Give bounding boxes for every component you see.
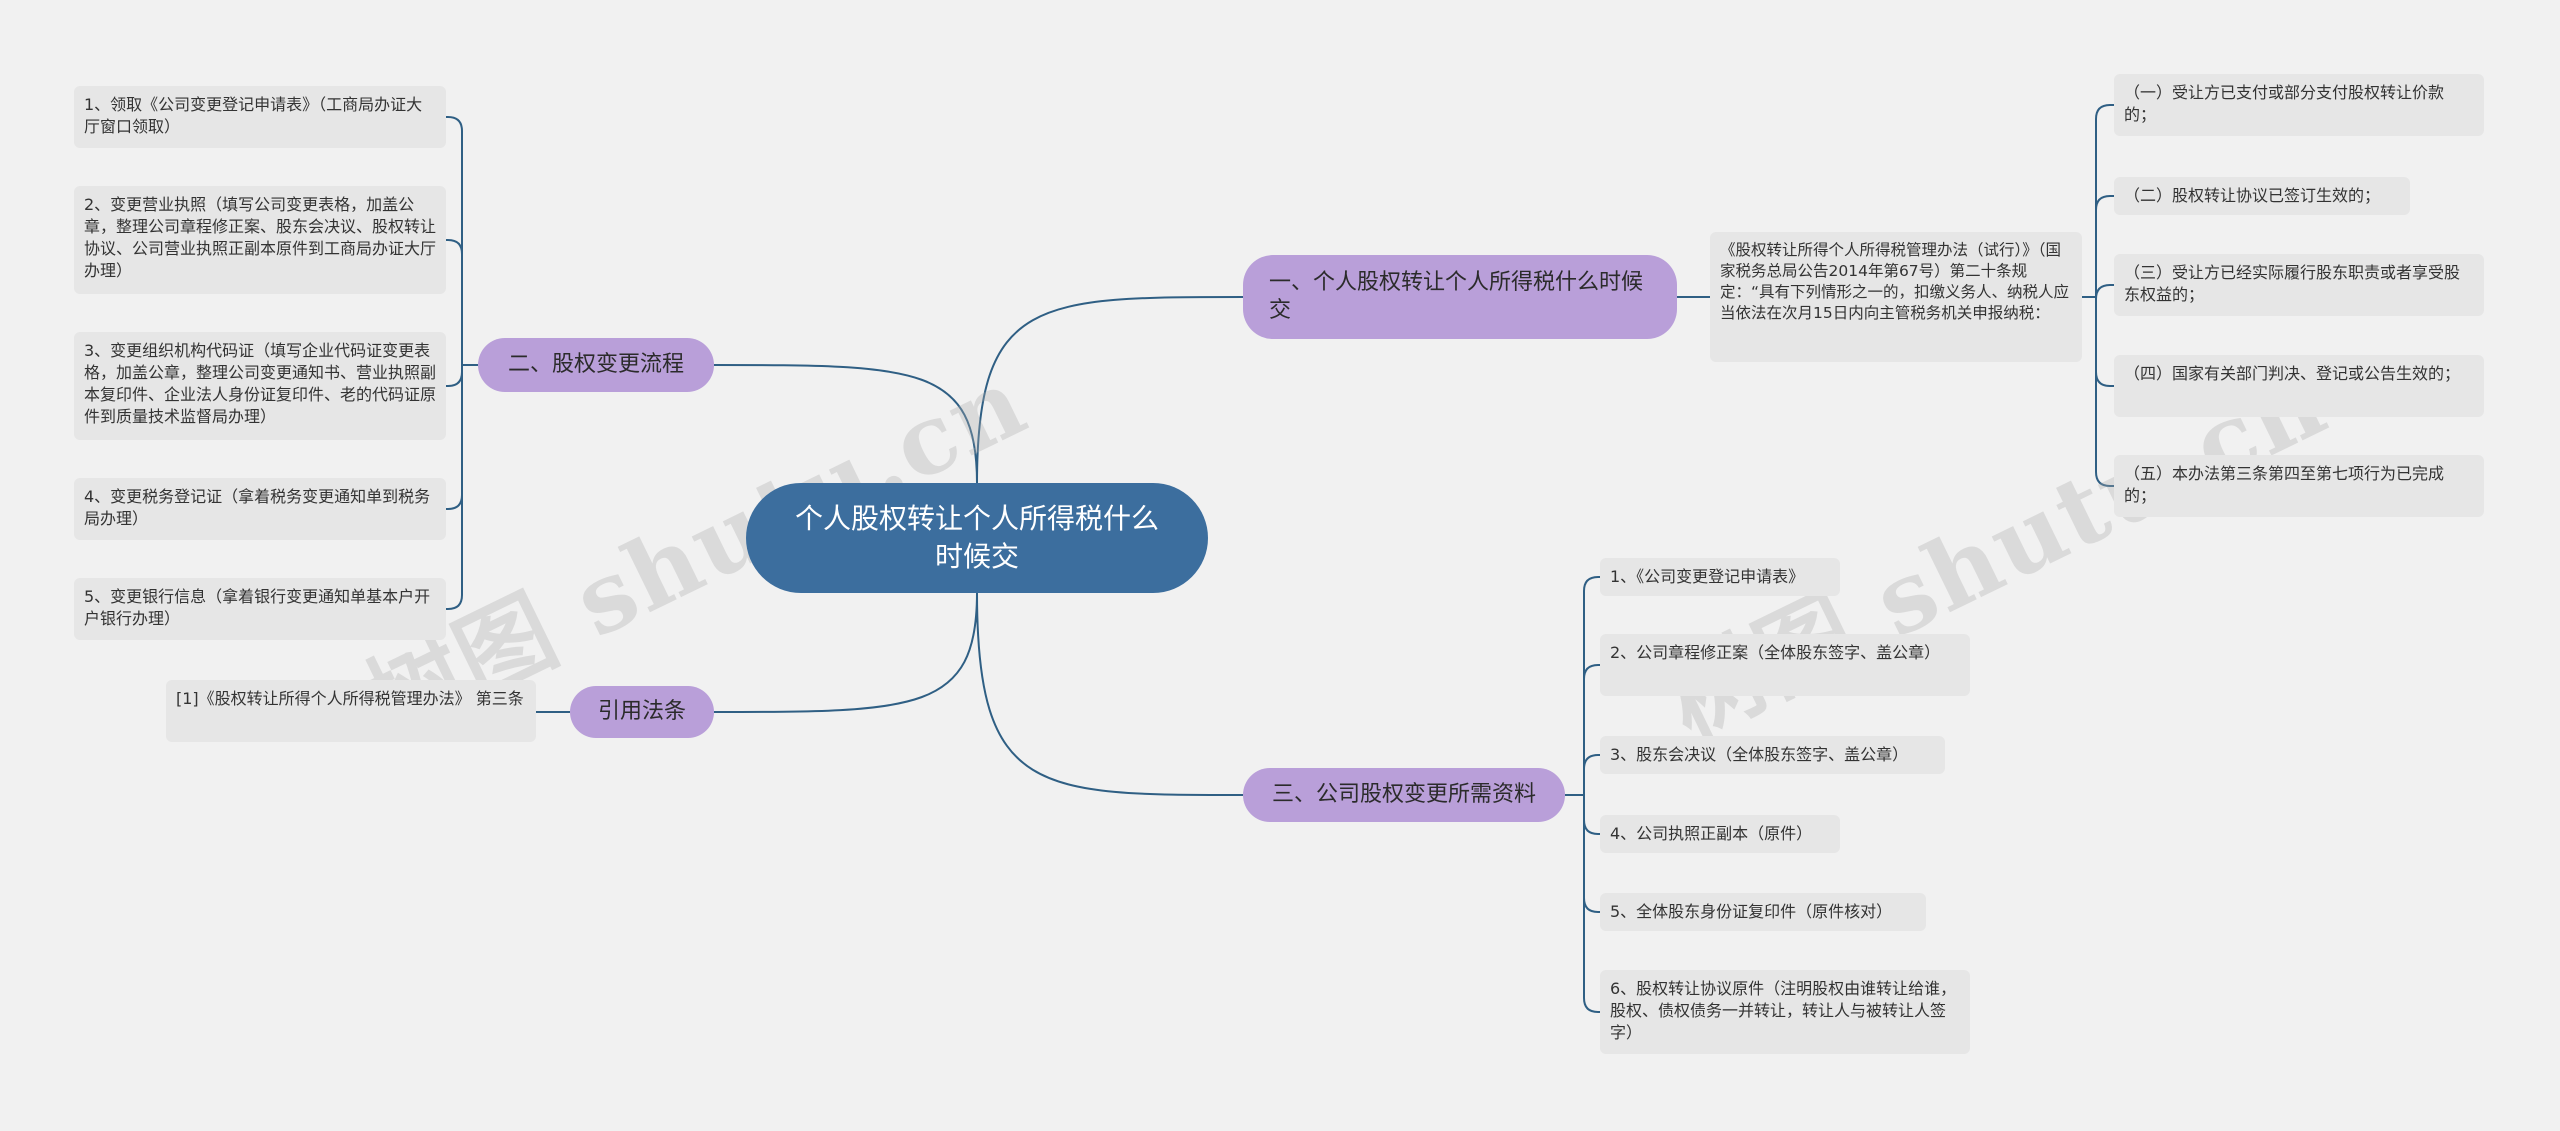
list-item[interactable]: （四）国家有关部门判决、登记或公告生效的；	[2114, 355, 2484, 417]
list-item[interactable]: 5、全体股东身份证复印件（原件核对）	[1600, 893, 1926, 931]
list-item-text: （三）受让方已经实际履行股东职责或者享受股东权益的；	[2124, 263, 2461, 304]
regulation-detail-note[interactable]: 《股权转让所得个人所得税管理办法（试行）》（国家税务总局公告2014年第67号）…	[1710, 232, 2082, 362]
list-item-text: （一）受让方已支付或部分支付股权转让价款的；	[2124, 83, 2445, 124]
list-item-text: 4、公司执照正副本（原件）	[1610, 824, 1813, 843]
list-item-text: 5、全体股东身份证复印件（原件核对）	[1610, 902, 1893, 921]
branch-topic-label: 引用法条	[597, 699, 686, 724]
connector-line	[713, 364, 978, 484]
branch-topic-label: 一、个人股权转让个人所得税什么时候交	[1269, 270, 1644, 323]
list-item-text: 1、领取《公司变更登记申请表》（工商局办证大厅窗口领取）	[84, 95, 423, 136]
connector-line	[2095, 297, 2114, 487]
connector-line	[976, 592, 1244, 796]
list-item-text: 2、变更营业执照（填写公司变更表格，加盖公章，整理公司章程修正案、股东会决议、股…	[84, 195, 437, 280]
list-item[interactable]: 1、《公司变更登记申请表》	[1600, 558, 1840, 596]
list-item-text: 3、股东会决议（全体股东签字、盖公章）	[1610, 745, 1909, 764]
branch-topic-equity-change-process[interactable]: 二、股权变更流程	[478, 338, 714, 392]
list-item-text: （二）股权转让协议已签订生效的；	[2124, 186, 2381, 205]
connector-line	[1583, 576, 1600, 795]
list-item-text: [1]《股权转让所得个人所得税管理办法》 第三条	[176, 689, 524, 708]
branch-topic-tax-timing[interactable]: 一、个人股权转让个人所得税什么时候交	[1243, 255, 1677, 339]
list-item-text: 5、变更银行信息（拿着银行变更通知单基本户开户银行办理）	[84, 587, 431, 628]
connector-line	[2095, 104, 2114, 297]
root-topic[interactable]: 个人股权转让个人所得税什么时候交	[746, 483, 1208, 593]
list-item-text: 3、变更组织机构代码证（填写企业代码证变更表格，加盖公章，整理公司变更通知书、营…	[84, 341, 437, 426]
list-item[interactable]: 6、股权转让协议原件（注明股权由谁转让给谁，股权、债权债务一并转让，转让人与被转…	[1600, 970, 1970, 1054]
list-item[interactable]: 2、变更营业执照（填写公司变更表格，加盖公章，整理公司章程修正案、股东会决议、股…	[74, 186, 446, 294]
connector-line	[446, 116, 463, 365]
list-item-text: 2、公司章程修正案（全体股东签字、盖公章）	[1610, 643, 1941, 662]
list-item[interactable]: 1、领取《公司变更登记申请表》（工商局办证大厅窗口领取）	[74, 86, 446, 148]
connector-line	[446, 365, 463, 610]
connector-line	[1583, 795, 1600, 913]
list-item[interactable]: （二）股权转让协议已签订生效的；	[2114, 177, 2410, 215]
branch-topic-required-documents[interactable]: 三、公司股权变更所需资料	[1243, 768, 1565, 822]
list-item[interactable]: （一）受让方已支付或部分支付股权转让价款的；	[2114, 74, 2484, 136]
list-item-text: （五）本办法第三条第四至第七项行为已完成的；	[2124, 464, 2445, 505]
list-item-text: 4、变更税务登记证（拿着税务变更通知单到税务局办理）	[84, 487, 431, 528]
list-item[interactable]: 3、股东会决议（全体股东签字、盖公章）	[1600, 736, 1945, 774]
root-topic-label: 个人股权转让个人所得税什么时候交	[794, 502, 1159, 573]
list-item[interactable]: 3、变更组织机构代码证（填写企业代码证变更表格，加盖公章，整理公司变更通知书、营…	[74, 332, 446, 440]
branch-topic-label: 三、公司股权变更所需资料	[1271, 782, 1536, 807]
connector-line	[446, 239, 463, 365]
list-item[interactable]: 4、公司执照正副本（原件）	[1600, 815, 1840, 853]
list-item[interactable]: 5、变更银行信息（拿着银行变更通知单基本户开户银行办理）	[74, 578, 446, 640]
connector-line	[2095, 195, 2114, 297]
list-item[interactable]: 2、公司章程修正案（全体股东签字、盖公章）	[1600, 634, 1970, 696]
list-item[interactable]: （五）本办法第三条第四至第七项行为已完成的；	[2114, 455, 2484, 517]
connector-line	[976, 296, 1244, 484]
list-item-text: 6、股权转让协议原件（注明股权由谁转让给谁，股权、债权债务一并转让，转让人与被转…	[1610, 979, 1957, 1042]
connector-line	[2095, 284, 2114, 300]
list-item-text: （四）国家有关部门判决、登记或公告生效的；	[2124, 364, 2461, 383]
list-item[interactable]: 4、变更税务登记证（拿着税务变更通知单到税务局办理）	[74, 478, 446, 540]
connector-line	[713, 592, 978, 713]
list-item[interactable]: [1]《股权转让所得个人所得税管理办法》 第三条	[166, 680, 536, 742]
branch-topic-cited-law[interactable]: 引用法条	[570, 686, 714, 738]
list-item-text: 1、《公司变更登记申请表》	[1610, 567, 1805, 586]
connector-line	[1583, 664, 1600, 795]
connector-line	[1583, 754, 1600, 795]
regulation-detail-text: 《股权转让所得个人所得税管理办法（试行）》（国家税务总局公告2014年第67号）…	[1720, 241, 2070, 322]
connector-line	[1583, 795, 1600, 1013]
connector-line	[446, 365, 463, 387]
list-item[interactable]: （三）受让方已经实际履行股东职责或者享受股东权益的；	[2114, 254, 2484, 316]
connector-line	[2095, 297, 2114, 387]
connector-line	[1583, 795, 1600, 835]
branch-topic-label: 二、股权变更流程	[507, 352, 684, 377]
